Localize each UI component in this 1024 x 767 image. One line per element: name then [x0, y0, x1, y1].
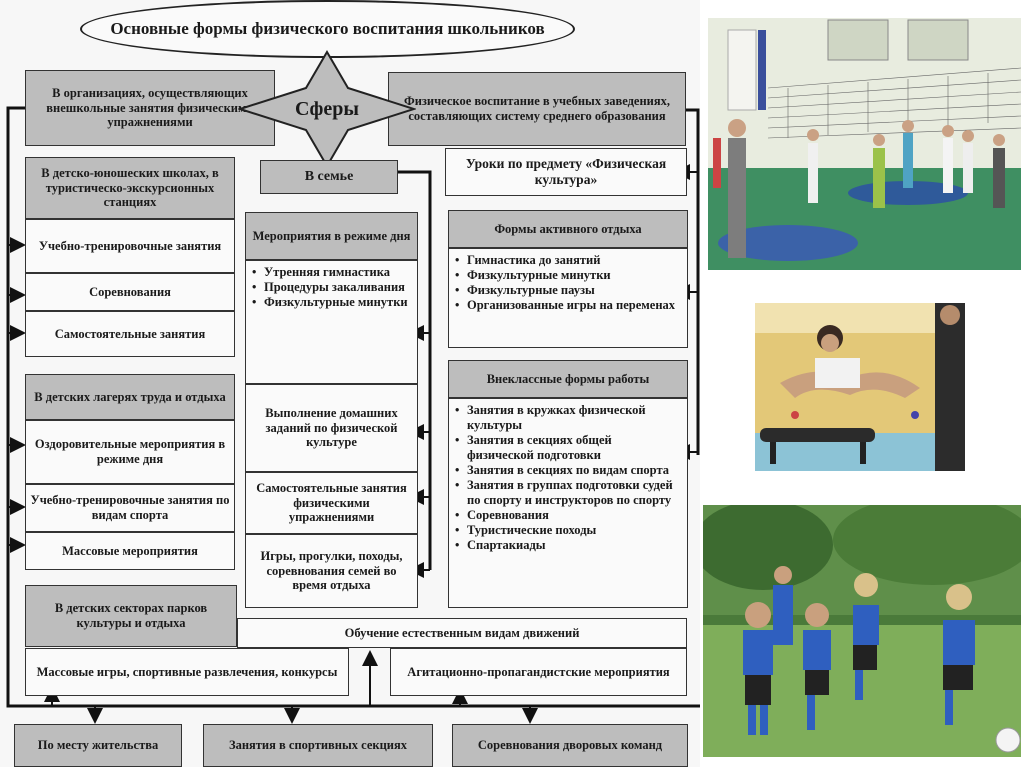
sports-schools-item: Учебно-тренировочные занятия [25, 219, 235, 273]
extracurricular-item: Занятия в секциях общей физической подго… [455, 433, 681, 463]
family-routine-header: Мероприятия в режиме дня [245, 212, 418, 260]
camps-item: Массовые мероприятия [25, 532, 235, 570]
photo-volleyball-gym [708, 18, 1021, 270]
sports-schools-item: Самостоятельные занятия [25, 311, 235, 357]
family-routine-item: Процедуры закаливания [252, 280, 411, 295]
camps-item: Учебно-тренировочные занятия по видам сп… [25, 484, 235, 532]
family-routine-item: Утренняя гимнастика [252, 265, 411, 280]
parks-agitation: Агитационно-пропагандистские мероприятия [390, 648, 687, 696]
family-routine-item: Физкультурные минутки [252, 295, 411, 310]
bottom-residence: По месту жительства [14, 724, 182, 767]
box-family: В семье [260, 160, 398, 194]
left-connector [6, 106, 700, 708]
diagram-title: Основные формы физического воспитания шк… [80, 0, 575, 58]
parks-natural-movements: Обучение естественным видам движений [237, 618, 687, 648]
active-rest-list: Гимнастика до занятий Физкультурные мину… [448, 248, 688, 348]
active-rest-item: Организованные игры на переменах [455, 298, 681, 313]
camps-header: В детских лагерях труда и отдыха [25, 374, 235, 420]
box-extracurricular-orgs: В организациях, осуществляющих внешкольн… [25, 70, 275, 146]
family-item: Игры, прогулки, походы, соревнования сем… [245, 534, 418, 608]
connector-lines [6, 106, 700, 724]
spheres-label: Сферы [295, 97, 359, 120]
sports-schools-header: В детско-юношеских школах, в туристическ… [25, 157, 235, 219]
extracurricular-item: Занятия в группах подготовки судей по сп… [455, 478, 681, 508]
family-routine-list: Утренняя гимнастика Процедуры закаливани… [245, 260, 418, 384]
extracurricular-item: Занятия в кружках физической культуры [455, 403, 681, 433]
diagram: Основные формы физического воспитания шк… [0, 0, 700, 767]
extracurricular-item: Туристические походы [455, 523, 681, 538]
bottom-sports-sections: Занятия в спортивных секциях [203, 724, 433, 767]
family-item: Самостоятельные занятия физическими упра… [245, 472, 418, 534]
parks-mass-games: Массовые игры, спортивные развлечения, к… [25, 648, 349, 696]
photo-kids-football [703, 505, 1021, 757]
camps-item: Оздоровительные мероприятия в режиме дня [25, 420, 235, 484]
bottom-yard-teams: Соревнования дворовых команд [452, 724, 688, 767]
active-rest-item: Физкультурные паузы [455, 283, 681, 298]
active-rest-item: Физкультурные минутки [455, 268, 681, 283]
parks-header: В детских секторах парков культуры и отд… [25, 585, 237, 647]
extracurricular-header: Внеклассные формы работы [448, 360, 688, 398]
extracurricular-item: Соревнования [455, 508, 681, 523]
extracurricular-item: Спартакиады [455, 538, 681, 553]
box-pe-lessons: Уроки по предмету «Физическая культура» [445, 148, 687, 196]
extracurricular-item: Занятия в секциях по видам спорта [455, 463, 681, 478]
sports-schools-item: Соревнования [25, 273, 235, 311]
extracurricular-list: Занятия в кружках физической культуры За… [448, 398, 688, 608]
active-rest-item: Гимнастика до занятий [455, 253, 681, 268]
active-rest-header: Формы активного отдыха [448, 210, 688, 248]
family-item: Выполнение домашних заданий по физическо… [245, 384, 418, 472]
box-school-education: Физическое воспитание в учебных заведени… [388, 72, 686, 146]
photo-gymnastics-vault [755, 303, 965, 471]
